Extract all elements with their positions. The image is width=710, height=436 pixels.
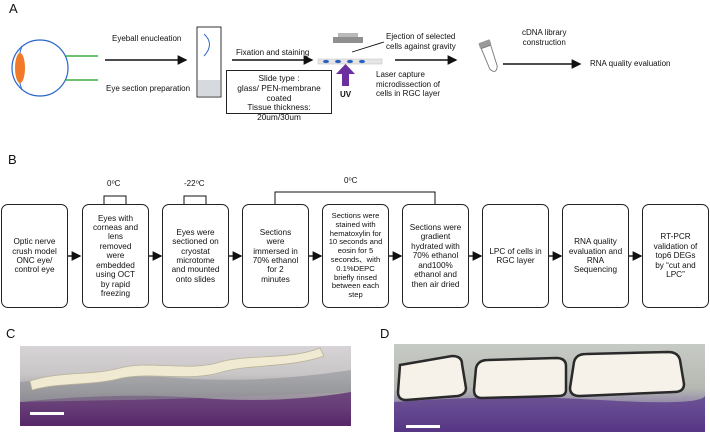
temp-label-0c: 0⁰C — [107, 179, 121, 188]
ejection-label: Ejection of selected cells against gravi… — [386, 32, 456, 51]
step-box-4: Sections were immersed in 70% ethanol fo… — [242, 204, 309, 308]
step-box-2: Eyes with corneas and lens removed were … — [82, 204, 149, 308]
temp-label-0c-bracket: 0⁰C — [344, 176, 358, 185]
panel-label-c: C — [6, 326, 16, 341]
slide-icon — [196, 26, 222, 98]
temp-label-minus22c: -22⁰C — [184, 179, 205, 188]
eyeball-enucleation-label: Eyeball enucleation — [112, 34, 182, 43]
fixation-staining-label: Fixation and staining — [236, 48, 310, 57]
laser-capture-label: Laser capture microdissection of cells i… — [376, 70, 441, 98]
step-box-9: RT-PCR validation of top6 DEGs by “cut a… — [642, 204, 709, 308]
panel-label-d: D — [380, 326, 390, 341]
step-box-6: Sections were gradient hydrated with 70%… — [402, 204, 469, 308]
step-box-8: RNA quality evaluation and RNA Sequencin… — [562, 204, 629, 308]
eye-section-preparation-label: Eye section preparation — [106, 84, 191, 93]
step-box-5: Sections were stained with hematoxylin f… — [322, 204, 389, 308]
eye-diagram-icon — [11, 39, 98, 97]
slide-info-box: Slide type : glass/ PEN-membrane coated … — [226, 70, 332, 122]
step-box-1: Optic nerve crush model ONC eye/ control… — [1, 204, 68, 308]
step-box-7: LPC of cells in RGC layer — [482, 204, 549, 308]
uv-arrow-icon — [336, 64, 355, 86]
panel-label-a: A — [9, 1, 18, 16]
step-box-3: Eyes were sectioned on cryostat microtom… — [162, 204, 229, 308]
microscope-stage-icon — [317, 33, 385, 65]
panel-label-b: B — [8, 152, 17, 167]
workflow-b-connectors — [68, 191, 643, 261]
tube-icon — [478, 39, 498, 72]
cdna-library-label: cDNA library construction — [522, 28, 567, 47]
uv-label: UV — [340, 90, 352, 99]
rna-quality-evaluation-label: RNA quality evaluation — [590, 59, 671, 68]
